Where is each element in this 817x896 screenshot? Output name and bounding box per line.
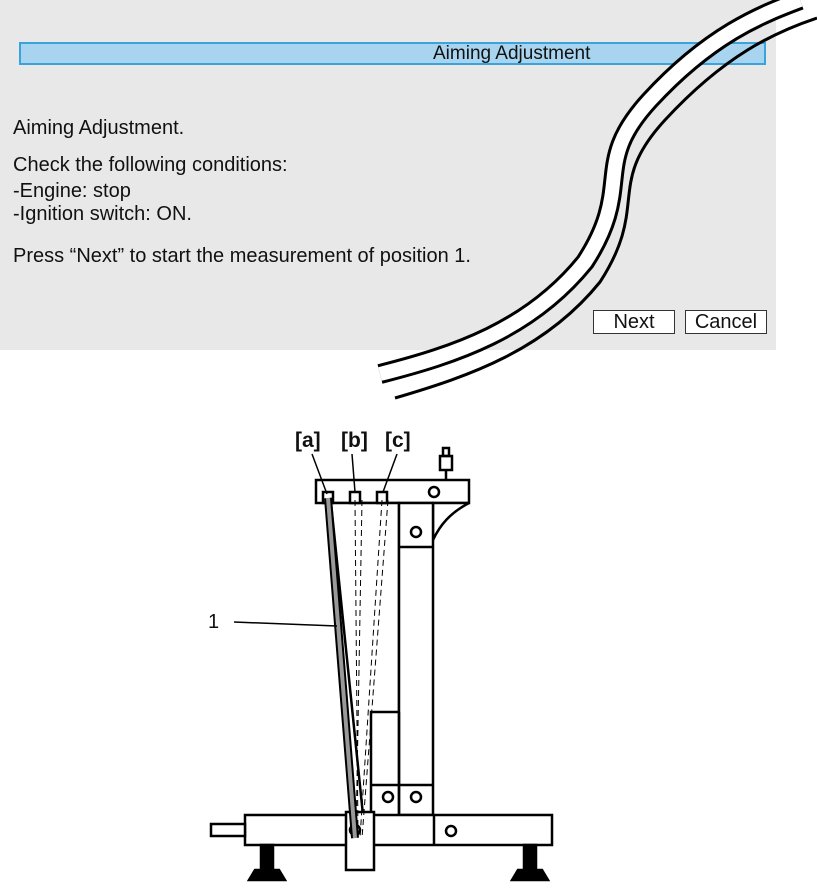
cutaway-break-lines <box>377 0 817 400</box>
condition-ignition: -Ignition switch: ON. <box>13 203 192 225</box>
aiming-fixture-diagram: [a] [b] [c] 1 <box>208 429 554 882</box>
cancel-button[interactable]: Cancel <box>685 310 767 334</box>
callout-b: [b] <box>341 429 368 452</box>
part-number-label: 1 <box>208 611 219 633</box>
conditions-intro: Check the following conditions: <box>13 154 288 176</box>
dialog-title: Aiming Adjustment <box>433 43 591 64</box>
callout-a: [a] <box>295 429 321 452</box>
next-button[interactable]: Next <box>593 310 675 334</box>
instruction-text: Press “Next” to start the measurement of… <box>13 245 471 267</box>
callout-c: [c] <box>385 429 411 452</box>
dialog-heading: Aiming Adjustment. <box>13 117 185 139</box>
aiming-dialog: Aiming Adjustment Aiming Adjustment. Che… <box>0 0 776 350</box>
condition-engine: -Engine: stop <box>13 180 131 202</box>
dialog-title-bar <box>19 42 766 65</box>
